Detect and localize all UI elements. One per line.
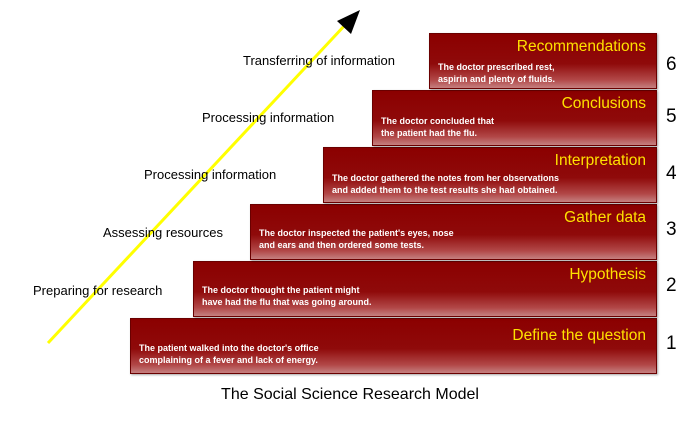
arrow-head-icon [337,10,360,34]
step-title: Gather data [564,209,646,226]
step-recommendations: Recommendations The doctor prescribed re… [429,33,657,89]
step-number-5: 5 [666,106,677,127]
step-number-3: 3 [666,219,677,240]
step-number-4: 4 [666,163,677,184]
step-description-line-2: complaining of a fever and lack of energ… [139,355,318,365]
side-label-processing-information-2: Processing information [202,110,335,125]
step-gather-data: Gather data The doctor inspected the pat… [250,204,657,260]
step-description-line-2: aspirin and plenty of fluids. [438,74,556,84]
arrow-shaft [46,22,348,345]
step-number-2: 2 [666,275,677,296]
step-description-line-2: and added them to the test results she h… [332,185,558,195]
step-define-the-question: Define the question The patient walked i… [130,318,657,374]
side-label-processing-information-1: Processing information [144,167,277,182]
step-description-line-2: have had the flu that was going around. [202,297,372,307]
step-description-line-1: The doctor prescribed rest, [438,62,555,72]
step-description-line-1: The doctor thought the patient might [202,285,360,295]
step-interpretation: Interpretation The doctor gathered the n… [323,147,657,203]
step-title: Interpretation [554,152,646,169]
step-conclusions: Conclusions The doctor concluded that th… [372,90,657,146]
side-label-transferring-of-information: Transferring of information [243,53,395,68]
step-description-line-1: The patient walked into the doctor's off… [139,343,319,353]
step-title: Define the question [512,327,646,344]
step-number-1: 1 [666,333,677,354]
step-description-line-2: and ears and then ordered some tests. [259,240,425,250]
step-number-6: 6 [666,54,677,75]
side-label-preparing-for-research: Preparing for research [33,283,163,298]
diagram-caption: The Social Science Research Model [221,386,479,403]
step-title: Recommendations [516,38,646,55]
step-title: Conclusions [561,95,646,112]
step-description-line-1: The doctor gathered the notes from her o… [332,173,560,183]
side-label-assessing-resources: Assessing resources [103,225,223,240]
step-description-line-1: The doctor concluded that [381,116,495,126]
step-description-line-1: The doctor inspected the patient's eyes,… [259,228,454,238]
step-title: Hypothesis [569,266,646,283]
step-hypothesis: Hypothesis The doctor thought the patien… [193,261,657,317]
step-description-line-2: the patient had the flu. [381,128,477,138]
